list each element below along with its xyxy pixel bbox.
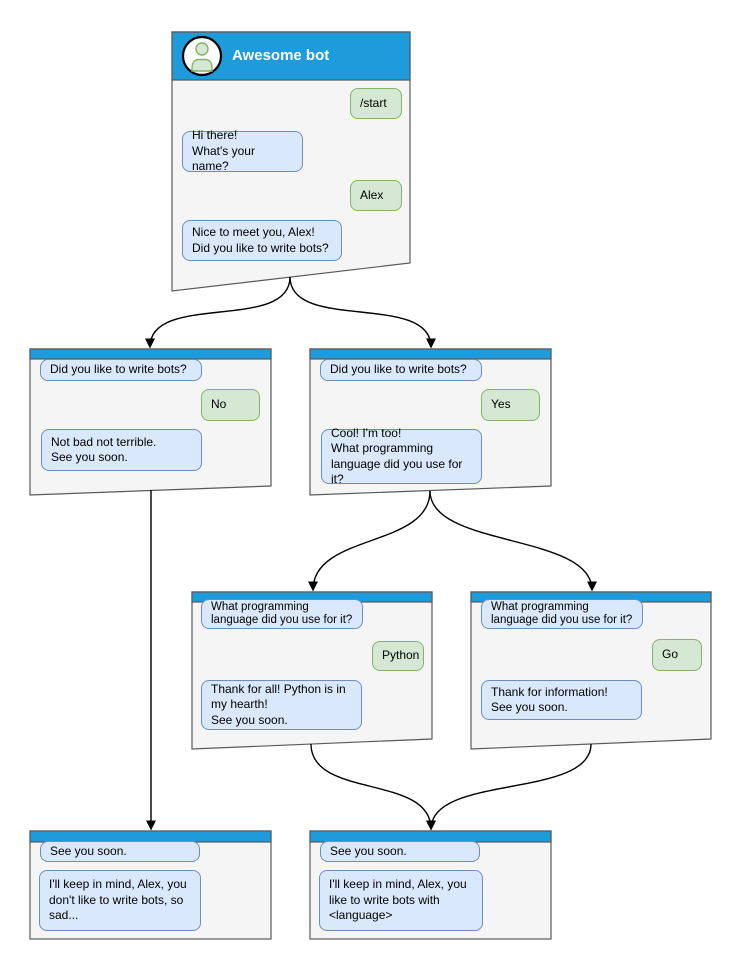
bot-message-bubble: What programming language did you use fo… [481,599,643,629]
person-icon [191,42,213,72]
bot-message-bubble: Did you like to write bots? [320,359,482,381]
bot-message-bubble: I'll keep in mind, Alex, you like to wri… [319,870,483,931]
bot-message-bubble: Not bad not terrible. See you soon. [41,429,202,471]
chat-window-start-header [171,31,411,81]
user-message-bubble: Alex [350,180,402,211]
flow-arrow-yes-to-python [308,490,431,592]
flow-arrow-yes-to-go [429,490,597,592]
bot-message-bubble: Nice to meet you, Alex! Did you like to … [182,220,342,261]
user-message-bubble: Go [652,639,702,671]
flow-arrow-python-to-end [310,743,436,831]
chat-window-yes-header [309,348,552,360]
chat-window-title: Awesome bot [232,47,330,64]
bot-message-bubble: Hi there! What's your name? [182,128,303,173]
bot-message-bubble: See you soon. [40,841,200,862]
flow-arrow-start-to-no [145,276,291,349]
flow-arrow-start-to-yes [289,276,436,349]
bot-message-bubble: Thank for all! Python is in my hearth! S… [201,680,362,730]
user-message-bubble: No [201,389,260,421]
bot-message-bubble: Cool! I'm too! What programming language… [321,426,482,486]
bot-message-bubble: Thank for information! See you soon. [481,680,642,720]
bot-message-bubble: What programming language did you use fo… [201,599,363,629]
bot-message-bubble: See you soon. [320,841,480,862]
user-message-bubble: /start [350,88,402,119]
bot-avatar [181,35,223,77]
bot-message-bubble: Did you like to write bots? [40,359,202,381]
flow-arrow-go-to-end [426,743,592,831]
user-message-bubble: Yes [481,389,540,421]
bot-message-bubble: I'll keep in mind, Alex, you don't like … [39,870,201,931]
chat-window-no-header [29,348,272,360]
user-message-bubble: Python [372,641,424,671]
